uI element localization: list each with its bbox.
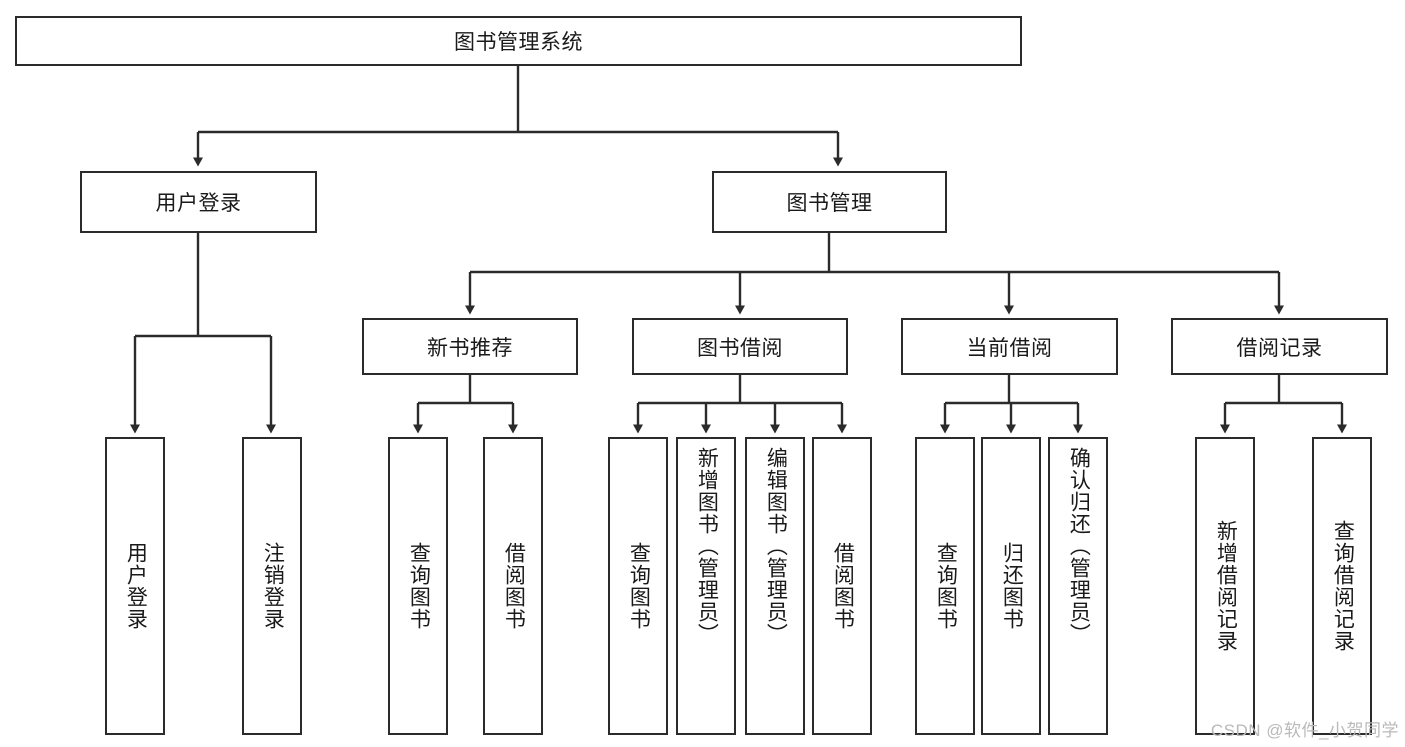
node-label: 查询图书 <box>627 542 651 630</box>
node-label: 图书管理 <box>786 192 873 215</box>
node-root-system[interactable]: 图书管理系统 <box>15 16 1022 66</box>
leaf-add-book-admin[interactable]: 新增图书（管理员） <box>676 437 736 735</box>
leaf-query-book-recommend[interactable]: 查询图书 <box>388 437 448 735</box>
node-label: 新增借阅记录 <box>1214 520 1238 652</box>
node-label: 用户登录 <box>155 192 242 215</box>
leaf-return-book[interactable]: 归还图书 <box>981 437 1041 735</box>
node-book-management[interactable]: 图书管理 <box>712 171 947 233</box>
leaf-query-book-borrow[interactable]: 查询图书 <box>608 437 668 735</box>
leaf-query-borrow-record[interactable]: 查询借阅记录 <box>1312 437 1372 735</box>
csdn-watermark: CSDN @软件_小贺同学 <box>1210 721 1399 740</box>
leaf-add-borrow-record[interactable]: 新增借阅记录 <box>1195 437 1255 735</box>
node-new-book-recommend[interactable]: 新书推荐 <box>362 318 578 375</box>
node-label: 用户登录 <box>124 542 148 630</box>
leaf-user-login[interactable]: 用户登录 <box>105 437 165 735</box>
leaf-edit-book-admin[interactable]: 编辑图书（管理员） <box>745 437 805 735</box>
node-label: 图书管理系统 <box>454 31 583 54</box>
node-label: 查询图书 <box>934 542 958 630</box>
node-label: 图书借阅 <box>697 336 783 360</box>
node-label: 借阅图书 <box>502 542 526 630</box>
node-label: 当前借阅 <box>966 336 1053 360</box>
node-label: 确认归还（管理员） <box>1067 447 1091 645</box>
node-label: 新书推荐 <box>427 336 513 360</box>
node-label: 归还图书 <box>1000 542 1024 630</box>
leaf-query-book-current[interactable]: 查询图书 <box>915 437 975 735</box>
node-user-login[interactable]: 用户登录 <box>80 171 317 233</box>
leaf-borrow-book-recommend[interactable]: 借阅图书 <box>483 437 543 735</box>
leaf-confirm-return-admin[interactable]: 确认归还（管理员） <box>1048 437 1108 735</box>
node-label: 编辑图书（管理员） <box>764 447 788 645</box>
node-borrow-records[interactable]: 借阅记录 <box>1171 318 1388 375</box>
node-label: 查询图书 <box>407 542 431 630</box>
node-label: 新增图书（管理员） <box>695 447 719 645</box>
leaf-logout[interactable]: 注销登录 <box>242 437 302 735</box>
node-label: 注销登录 <box>261 542 285 630</box>
node-label: 查询借阅记录 <box>1331 520 1355 652</box>
node-book-borrow[interactable]: 图书借阅 <box>632 318 848 375</box>
leaf-borrow-book[interactable]: 借阅图书 <box>812 437 872 735</box>
node-label: 借阅记录 <box>1236 336 1323 360</box>
node-label: 借阅图书 <box>831 542 855 630</box>
node-current-borrow[interactable]: 当前借阅 <box>901 318 1118 375</box>
